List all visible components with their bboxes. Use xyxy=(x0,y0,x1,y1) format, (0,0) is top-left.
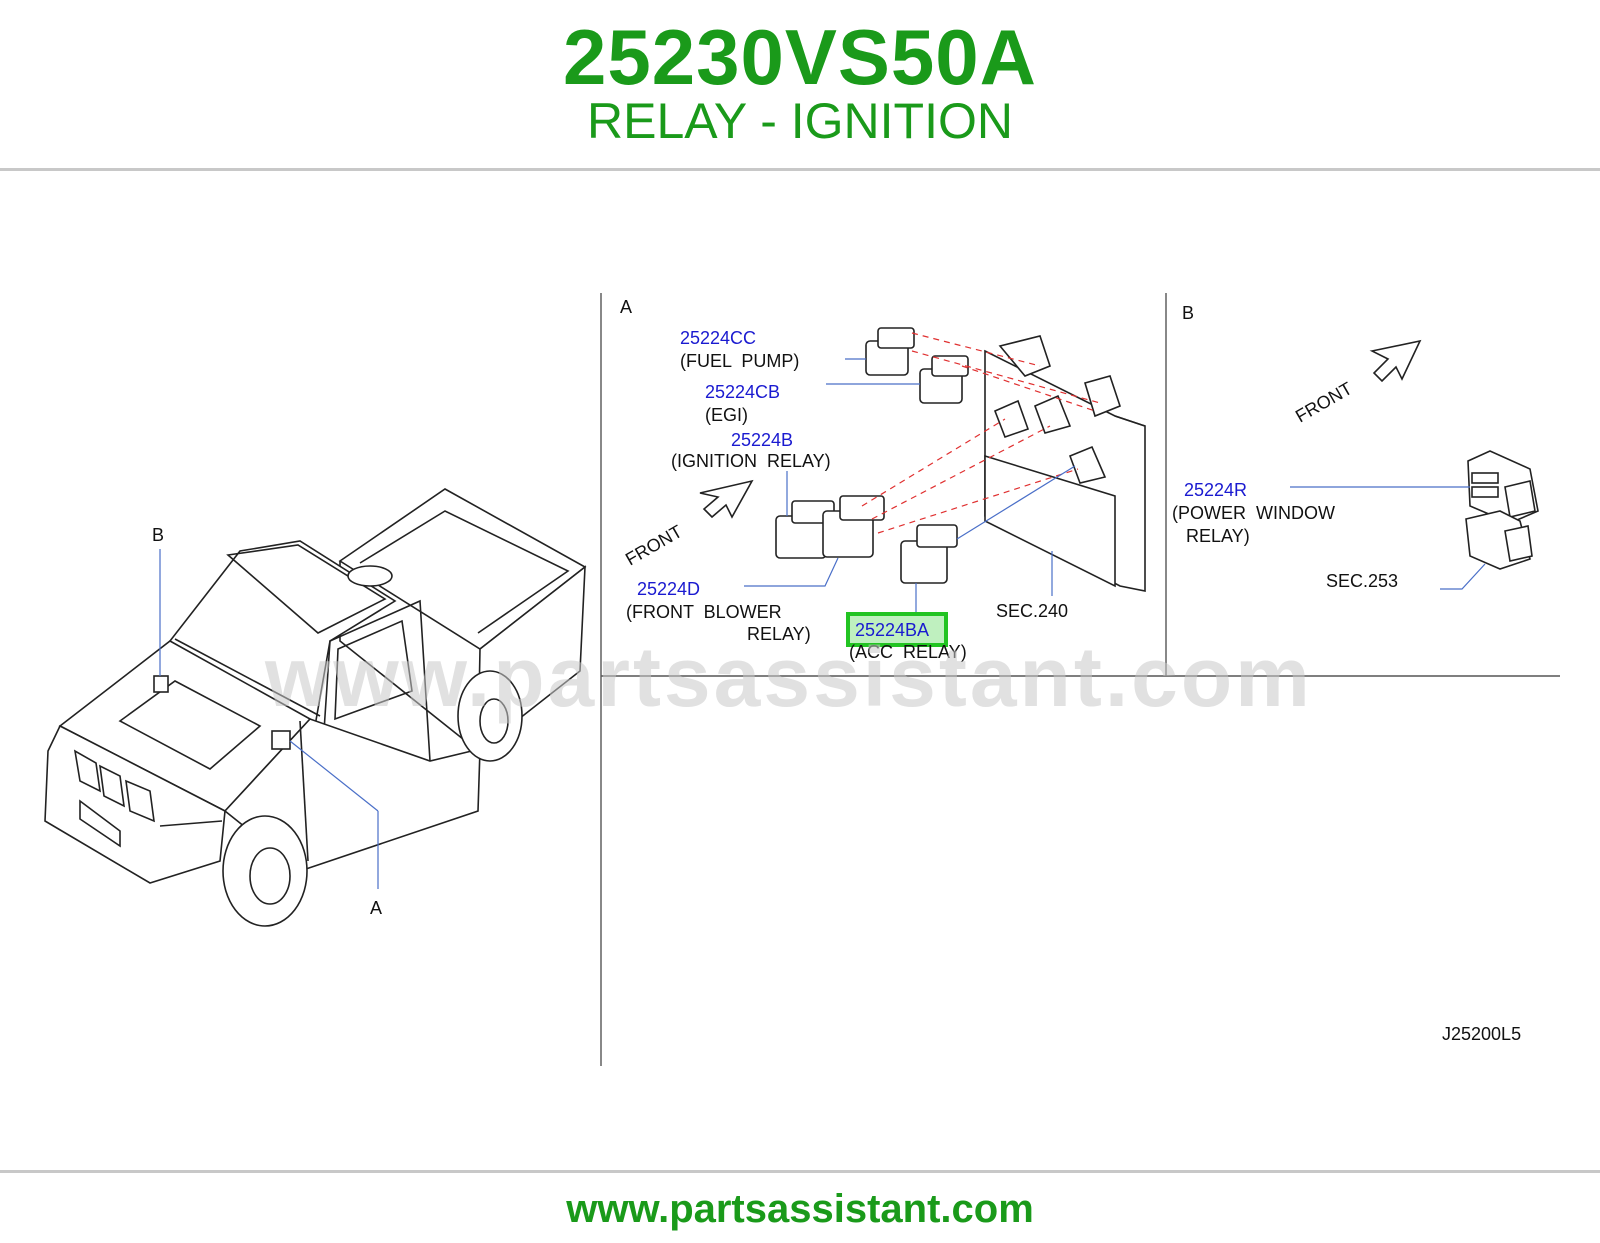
relay-fuel-pump xyxy=(865,327,915,376)
guide-line-3 xyxy=(961,365,1096,412)
panel-b-label: B xyxy=(1182,303,1194,323)
relay-power-window xyxy=(1465,450,1539,570)
leader-sec253 xyxy=(1440,563,1486,590)
front-label-a: FRONT xyxy=(622,521,686,569)
drawing-id: J25200L5 xyxy=(1442,1024,1521,1044)
guide-line-4 xyxy=(861,418,1006,507)
part-link-25224d[interactable]: 25224D xyxy=(637,579,700,599)
parts-diagram: B A A FRONT xyxy=(44,293,1560,1066)
guide-line-1 xyxy=(911,332,1041,367)
part-link-25224b[interactable]: 25224B xyxy=(731,430,793,450)
footer-url-link[interactable]: www.partsassistant.com xyxy=(566,1187,1034,1231)
front-arrow-b-icon xyxy=(1369,339,1422,383)
leader-25224d xyxy=(744,557,839,587)
part-link-25224cb[interactable]: 25224CB xyxy=(705,382,780,402)
guide-line-6 xyxy=(877,468,1079,534)
page-header: 25230VS50A RELAY - IGNITION xyxy=(0,0,1600,171)
leader-vehicle-a1 xyxy=(289,740,379,812)
relay-junction-block xyxy=(984,335,1146,592)
front-label-b: FRONT xyxy=(1292,378,1356,426)
part-desc-25224d-1: (FRONT BLOWER xyxy=(626,602,782,622)
part-desc-25224cc: (FUEL PUMP) xyxy=(680,351,799,371)
part-desc-25224r-1: (POWER WINDOW xyxy=(1172,503,1335,523)
vehicle-label-b: B xyxy=(152,525,164,545)
relay-egi xyxy=(919,355,969,404)
part-desc-25224cb: (EGI) xyxy=(705,405,748,425)
part-desc-25224d-2: RELAY) xyxy=(747,624,811,644)
part-link-25224r[interactable]: 25224R xyxy=(1184,480,1247,500)
pickup-truck-illustration xyxy=(44,488,587,927)
vehicle-label-a: A xyxy=(370,898,382,918)
part-link-25224ba[interactable]: 25224BA xyxy=(855,620,929,640)
panel-a-label: A xyxy=(620,297,632,317)
page-footer: www.partsassistant.com xyxy=(0,1170,1600,1243)
sec-253-label: SEC.253 xyxy=(1326,571,1398,591)
relay-acc xyxy=(900,524,958,584)
guide-line-5 xyxy=(871,425,1051,520)
part-number-title: 25230VS50A xyxy=(562,13,1038,101)
relay-front-blower xyxy=(822,495,885,558)
guide-line-acc xyxy=(956,465,1076,540)
part-link-25224cc[interactable]: 25224CC xyxy=(680,328,756,348)
front-arrow-a-icon xyxy=(699,479,754,519)
watermark-text: www.partsassistant.com xyxy=(264,630,1313,724)
highlight-box-25224ba xyxy=(846,612,948,647)
part-desc-25224b: (IGNITION RELAY) xyxy=(671,451,831,471)
part-name-subtitle: RELAY - IGNITION xyxy=(586,93,1013,149)
part-desc-25224r-2: RELAY) xyxy=(1186,526,1250,546)
part-desc-25224ba: (ACC RELAY) xyxy=(849,642,967,662)
sec-240-label: SEC.240 xyxy=(996,601,1068,621)
